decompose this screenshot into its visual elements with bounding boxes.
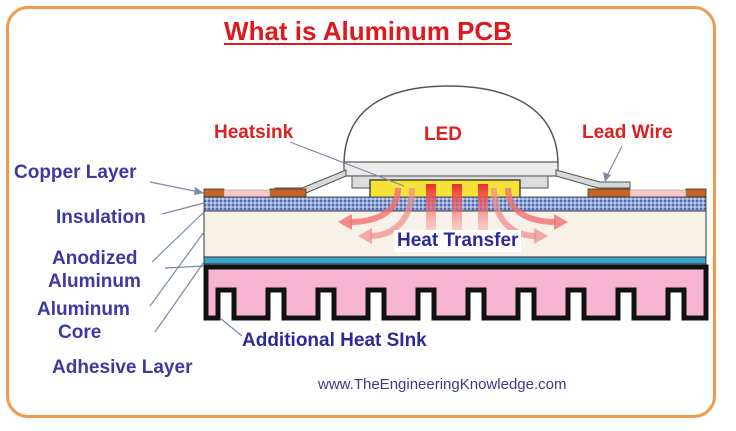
leader-adhesive-2 [164, 265, 205, 269]
pink-trace-left [223, 189, 271, 198]
adhesive-layer [203, 256, 707, 265]
heat-bar-3 [478, 184, 488, 236]
heat-arrow-right-1-head [554, 214, 568, 230]
copper-pad-right [587, 188, 631, 198]
label-adhesive-layer: Adhesive Layer [52, 357, 193, 378]
copper-layer-left [203, 188, 225, 198]
label-insulation: Insulation [56, 207, 146, 228]
leader-add-heatsink [219, 317, 243, 337]
leader-lines [149, 141, 623, 337]
pink-trace-right [629, 189, 687, 198]
label-anodized-line1: Anodized [52, 248, 138, 269]
label-copper-layer: Copper Layer [14, 162, 137, 183]
leader-lead-arrowhead [603, 172, 611, 182]
diagram-title: What is Aluminum PCB [224, 16, 512, 46]
heat-bar-1 [426, 184, 436, 236]
website-credit: www.TheEngineeringKnowledge.com [318, 376, 567, 393]
label-led: LED [424, 124, 462, 145]
heat-arrow-right-2 [491, 187, 537, 239]
label-heat-transfer: Heat Transfer [394, 230, 522, 252]
additional-heat-sink [203, 264, 709, 321]
leader-insulation [161, 202, 205, 215]
led-base [343, 161, 559, 177]
label-anodized-line2: Aluminum [48, 271, 141, 292]
heat-arrow-left-2-head [358, 228, 372, 244]
heat-arrow-left-1 [349, 187, 401, 225]
label-core-line2: Core [58, 322, 102, 343]
lead-wire-right [555, 169, 631, 189]
leader-adhesive [154, 261, 205, 333]
led-dome [343, 85, 559, 166]
leader-core [149, 231, 205, 307]
label-core-line1: Aluminum [37, 299, 130, 320]
label-additional-heat-sink: Additional Heat SInk [242, 330, 427, 351]
heat-arrow-right-1 [505, 187, 557, 225]
heat-arrow-left-2 [369, 187, 415, 239]
heat-arrow-left-1-head [338, 214, 352, 230]
label-heatsink: Heatsink [214, 122, 294, 143]
copper-layer-right [685, 188, 707, 198]
outer-frame [6, 6, 716, 418]
copper-pad-left [269, 188, 307, 198]
heat-arrow-right-2-head [534, 228, 548, 244]
leader-anodized [151, 211, 205, 263]
label-lead-wire: Lead Wire [582, 122, 673, 143]
heat-bar-2 [452, 184, 462, 236]
leader-copper-arrowhead [194, 187, 204, 195]
leader-heatsink [289, 141, 405, 187]
